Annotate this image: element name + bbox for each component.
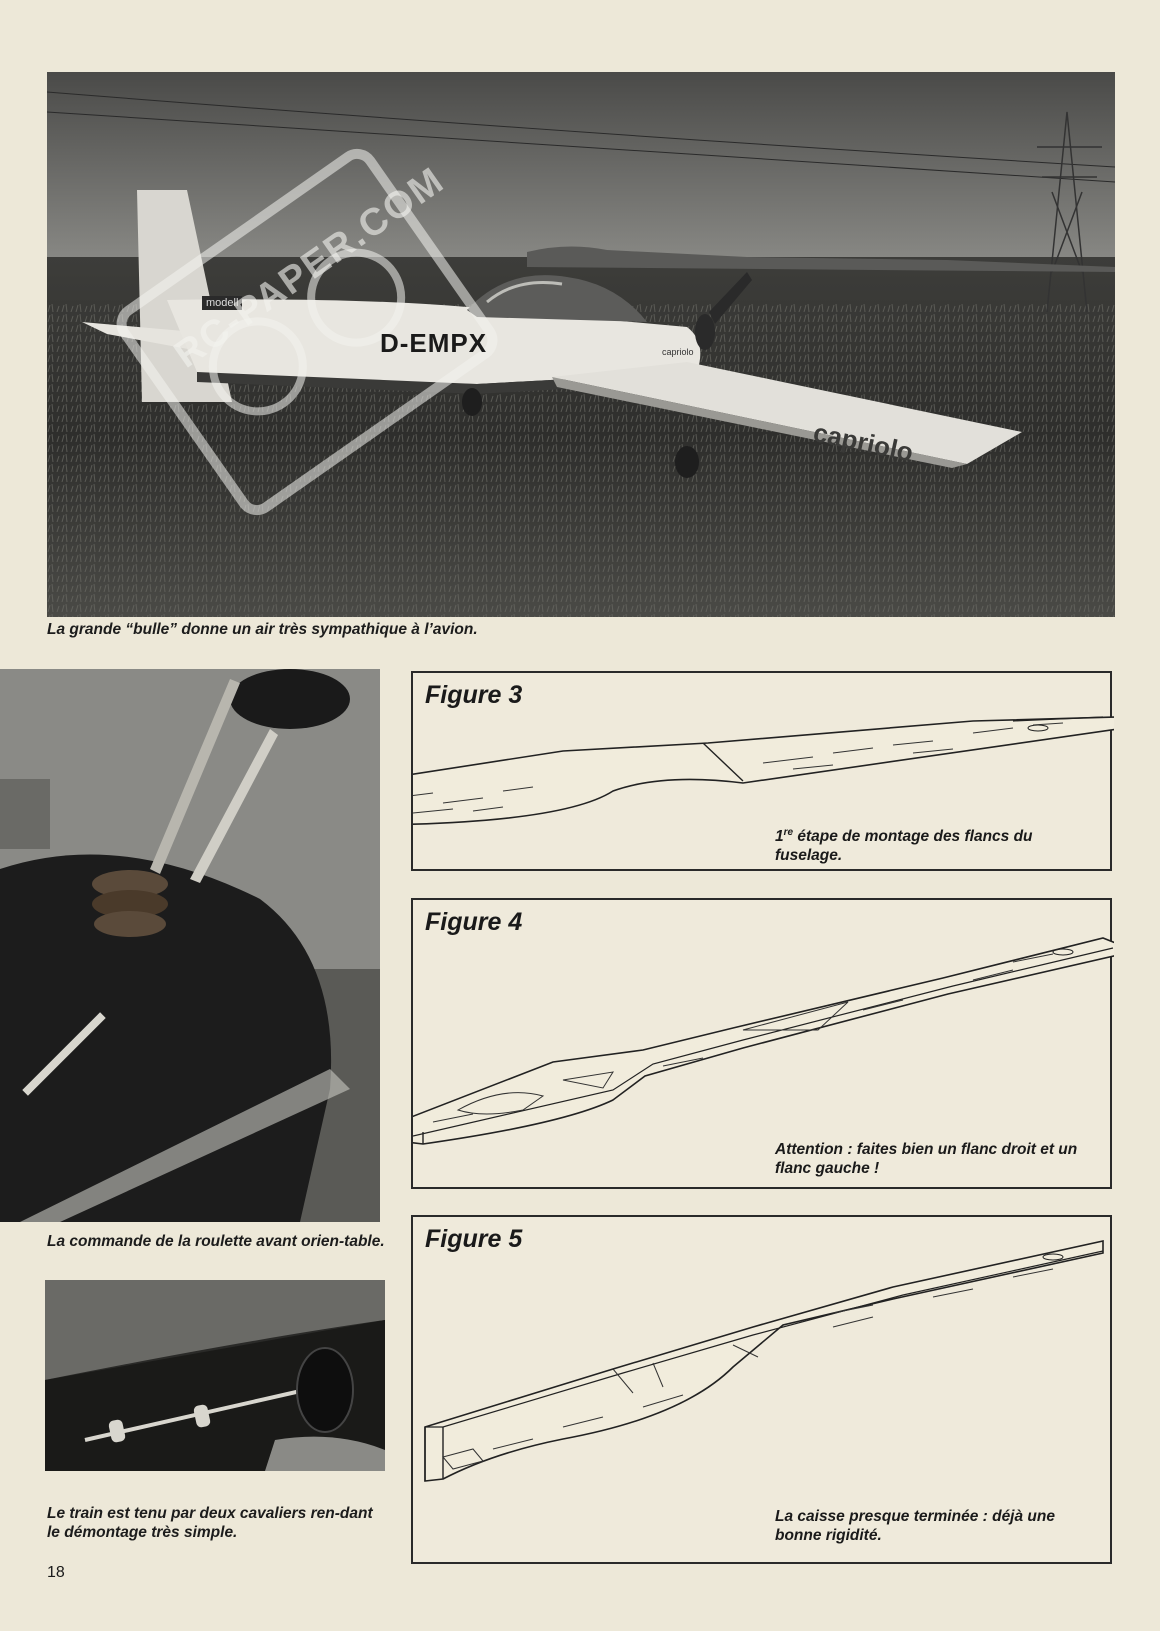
figure-4-box: Figure 4 Attention : faites bien un flan… — [411, 898, 1114, 1189]
figure-3-title: Figure 3 — [425, 681, 523, 709]
top-photo-caption: La grande “bulle” donne un air très symp… — [47, 621, 478, 638]
airplane-photo: D-EMPX capriolo capriolo modell RC-PAPER… — [47, 72, 1115, 617]
page-number: 18 — [47, 1564, 65, 1581]
figure-3-box: Figure 3 1re étape de montage des flancs… — [411, 671, 1114, 871]
fuselage-text: capriolo — [662, 347, 694, 357]
steering-caption: La commande de la roulette avant orien-t… — [47, 1233, 385, 1250]
gear-photo — [45, 1280, 385, 1471]
tail-badge: modell — [202, 296, 243, 310]
registration-text: D-EMPX — [380, 328, 488, 358]
figure-5-caption: La caisse presque terminée : déjà une bo… — [775, 1508, 1055, 1544]
figure-5-title: Figure 5 — [425, 1225, 523, 1253]
figure-4-caption: Attention : faites bien un flanc droit e… — [775, 1141, 1078, 1177]
figure-4-title: Figure 4 — [425, 908, 523, 936]
steering-photo — [0, 669, 380, 1222]
figure-3-caption: 1re étape de montage des flancs du fusel… — [775, 827, 1033, 865]
gear-caption: Le train est tenu par deux cavaliers ren… — [47, 1505, 373, 1541]
figure-5-box: Figure 5 La caisse presque terminée : dé… — [411, 1215, 1112, 1564]
